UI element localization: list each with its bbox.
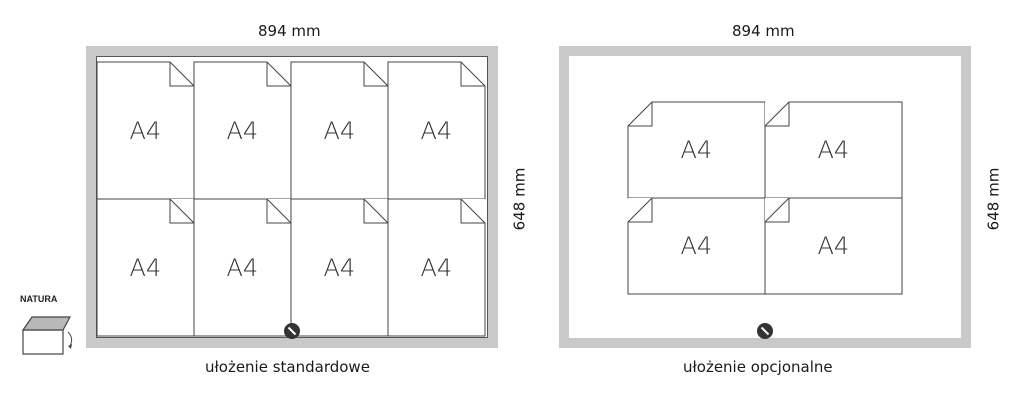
left-sheet-outline <box>387 198 486 337</box>
right-lock-icon <box>756 322 774 340</box>
right-sheet-label: A4 <box>680 232 713 260</box>
left-sheet-4: A4 <box>387 61 486 200</box>
right-height-label: 648 mm <box>984 167 1003 231</box>
right-sheet-outline <box>764 101 903 199</box>
left-sheet-label: A4 <box>226 253 259 282</box>
right-sheet-1: A4 <box>627 101 766 199</box>
left-sheet-label: A4 <box>226 116 259 145</box>
right-sheet-outline <box>764 197 903 295</box>
left-sheet-label: A4 <box>323 253 356 282</box>
left-sheet-3: A4 <box>290 61 389 200</box>
left-sheet-label: A4 <box>129 253 162 282</box>
left-sheet-8: A4 <box>387 198 486 337</box>
left-caption: ułożenie standardowe <box>205 358 370 376</box>
left-sheet-7: A4 <box>290 198 389 337</box>
left-sheet-label: A4 <box>420 253 453 282</box>
left-lock-icon <box>283 322 301 340</box>
left-sheet-outline <box>387 61 486 200</box>
right-width-label: 894 mm <box>732 22 795 40</box>
left-sheet-label: A4 <box>420 116 453 145</box>
right-sheet-label: A4 <box>680 136 713 164</box>
left-height-label: 648 mm <box>510 167 529 231</box>
right-sheet-2: A4 <box>764 101 903 199</box>
left-sheet-5: A4 <box>96 198 195 337</box>
right-sheet-4: A4 <box>764 197 903 295</box>
right-sheet-3: A4 <box>627 197 766 295</box>
left-width-label: 894 mm <box>258 22 321 40</box>
left-sheet-6: A4 <box>193 198 292 337</box>
right-sheet-label: A4 <box>817 232 850 260</box>
right-caption: ułożenie opcjonalne <box>683 358 833 376</box>
frame-open-icon <box>20 314 80 356</box>
left-sheet-label: A4 <box>129 116 162 145</box>
left-sheet-label: A4 <box>323 116 356 145</box>
natura-label: NATURA <box>20 294 58 304</box>
right-sheet-label: A4 <box>817 136 850 164</box>
left-sheet-2: A4 <box>193 61 292 200</box>
right-sheet-outline <box>627 197 766 295</box>
left-sheet-1: A4 <box>96 61 195 200</box>
